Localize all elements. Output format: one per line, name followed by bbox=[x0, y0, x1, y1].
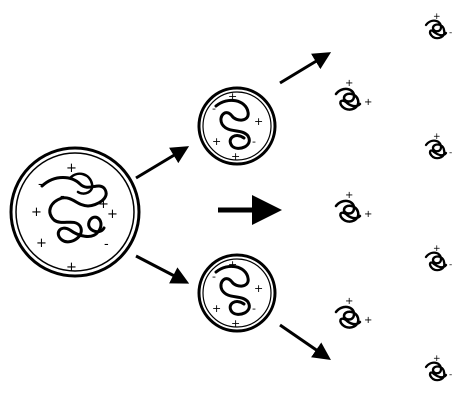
small-fragment-3: + - bbox=[424, 244, 452, 272]
small-fragment-1-chain bbox=[424, 19, 448, 40]
medium-fragment-3-charge-a: + bbox=[345, 296, 353, 307]
medium-fragment-2-charge-b: + bbox=[364, 209, 372, 220]
parent-charge-1: - bbox=[38, 177, 43, 192]
lower-particle-polymer-chain bbox=[214, 264, 251, 316]
arrow-parent-to-lower bbox=[135, 254, 190, 284]
arrow-parent-to-upper bbox=[135, 146, 190, 180]
small-fragment-4: + - bbox=[424, 354, 452, 382]
small-fragment-2-charge-a: + bbox=[433, 132, 441, 142]
small-fragment-4-chain bbox=[424, 361, 448, 382]
medium-fragment-3: + + bbox=[334, 296, 372, 329]
parent-particle-polymer-chain bbox=[40, 176, 108, 244]
medium-fragment-2-charge-a: + bbox=[345, 190, 353, 201]
upper-particle-polymer-chain bbox=[214, 98, 251, 150]
lower-particle-inner-ring bbox=[202, 258, 272, 328]
intermediate-particle-lower: + - + + - + bbox=[197, 253, 277, 333]
small-fragment-2: + - bbox=[424, 132, 452, 160]
parent-particle: - + + + + + - + - bbox=[9, 146, 141, 278]
small-fragment-4-charge-a: + bbox=[433, 354, 441, 364]
parent-charge-2: + bbox=[66, 161, 77, 176]
medium-fragment-1: + + bbox=[334, 78, 372, 111]
medium-fragment-2: + + bbox=[334, 190, 372, 223]
small-fragment-2-chain bbox=[424, 139, 448, 160]
arrow-upper-to-fragments bbox=[279, 52, 332, 85]
small-fragment-1-charge-a: + bbox=[433, 12, 441, 22]
medium-fragment-1-chain bbox=[334, 87, 362, 111]
lower-charge-1: + bbox=[228, 258, 237, 271]
lower-particle-outline bbox=[197, 253, 277, 333]
upper-charge-3: + bbox=[254, 115, 263, 128]
small-fragment-4-charge-b: - bbox=[449, 370, 452, 380]
parent-charge-9: - bbox=[60, 189, 65, 204]
parent-particle-chain-loop bbox=[68, 172, 94, 195]
upper-charge-1: + bbox=[228, 90, 237, 103]
upper-charge-4: + bbox=[212, 135, 221, 148]
small-fragment-3-chain bbox=[424, 251, 448, 272]
parent-particle-inner-ring bbox=[15, 152, 135, 272]
parent-charge-6: + bbox=[36, 236, 47, 251]
upper-charge-2: - bbox=[212, 102, 216, 115]
arrow-lower-to-fragments bbox=[279, 323, 331, 361]
small-fragment-1: + - bbox=[424, 12, 452, 40]
lower-charge-2: - bbox=[212, 270, 216, 283]
lower-charge-6: + bbox=[231, 317, 240, 330]
medium-fragment-1-charge-a: + bbox=[345, 78, 353, 89]
small-fragment-2-charge-b: - bbox=[449, 148, 452, 158]
lower-charge-3: + bbox=[254, 282, 263, 295]
medium-fragment-3-chain bbox=[334, 305, 362, 329]
parent-charge-4: + bbox=[98, 197, 109, 212]
upper-charge-5: - bbox=[252, 135, 256, 148]
lower-charge-5: - bbox=[252, 302, 256, 315]
medium-fragment-3-charge-b: + bbox=[364, 315, 372, 326]
small-fragment-1-charge-b: - bbox=[449, 28, 452, 38]
upper-charge-6: + bbox=[231, 150, 240, 163]
lower-charge-4: + bbox=[212, 302, 221, 315]
small-fragment-3-charge-a: + bbox=[433, 244, 441, 254]
upper-particle-inner-ring bbox=[202, 91, 272, 161]
parent-charge-8: + bbox=[66, 260, 77, 275]
medium-fragment-2-chain bbox=[334, 199, 362, 223]
intermediate-particle-upper: + - + + - + bbox=[197, 86, 277, 166]
parent-particle-outline bbox=[9, 146, 141, 278]
parent-charge-7: - bbox=[104, 237, 109, 252]
parent-charge-3: + bbox=[31, 205, 42, 220]
parent-charge-5: + bbox=[107, 207, 118, 222]
small-fragment-3-charge-b: - bbox=[449, 260, 452, 270]
medium-fragment-1-charge-b: + bbox=[364, 97, 372, 108]
upper-particle-outline bbox=[197, 86, 277, 166]
